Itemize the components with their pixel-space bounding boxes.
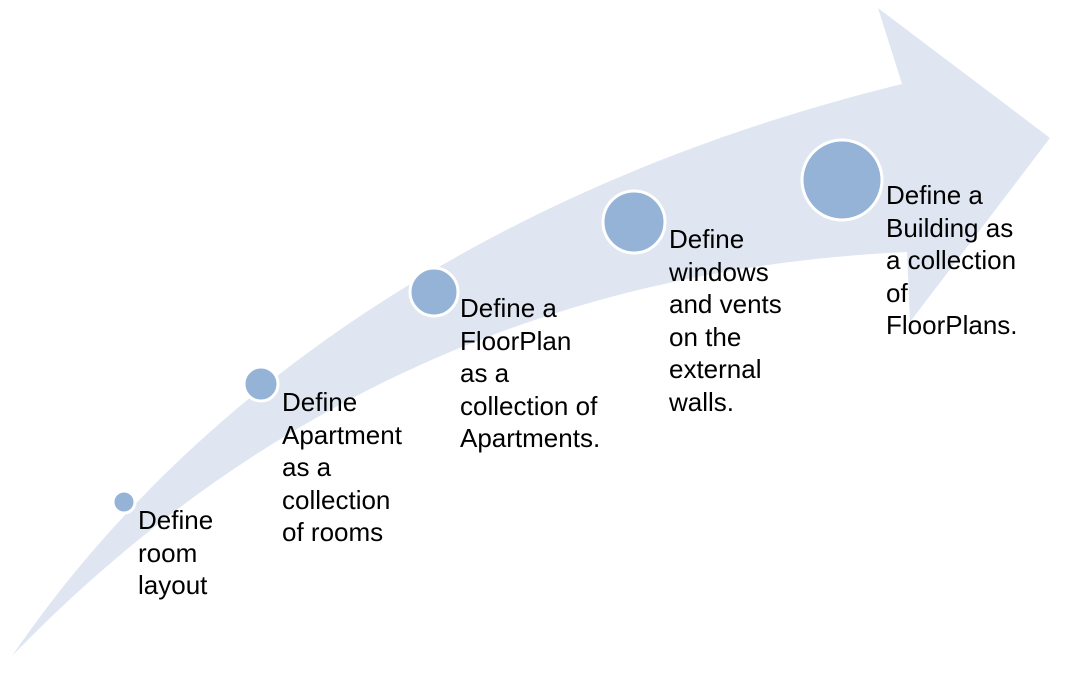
step-label-define-apartment: Define Apartment as a collection of room… bbox=[282, 387, 402, 547]
step-label-define-building: Define a Building as a collection of Flo… bbox=[886, 180, 1018, 340]
step-marker-2 bbox=[242, 365, 280, 403]
step-label-define-room-layout: Define room layout bbox=[138, 505, 214, 600]
step-marker-3 bbox=[408, 266, 460, 318]
curved-arrow-shape bbox=[12, 8, 1050, 656]
step-marker-1 bbox=[111, 489, 137, 515]
step-label-define-floorplan: Define a FloorPlan as a collection of Ap… bbox=[460, 293, 601, 453]
step-marker-4 bbox=[601, 189, 667, 255]
step-marker-5 bbox=[800, 138, 884, 222]
step-label-define-windows-vents: Define windows and vents on the external… bbox=[669, 224, 782, 417]
